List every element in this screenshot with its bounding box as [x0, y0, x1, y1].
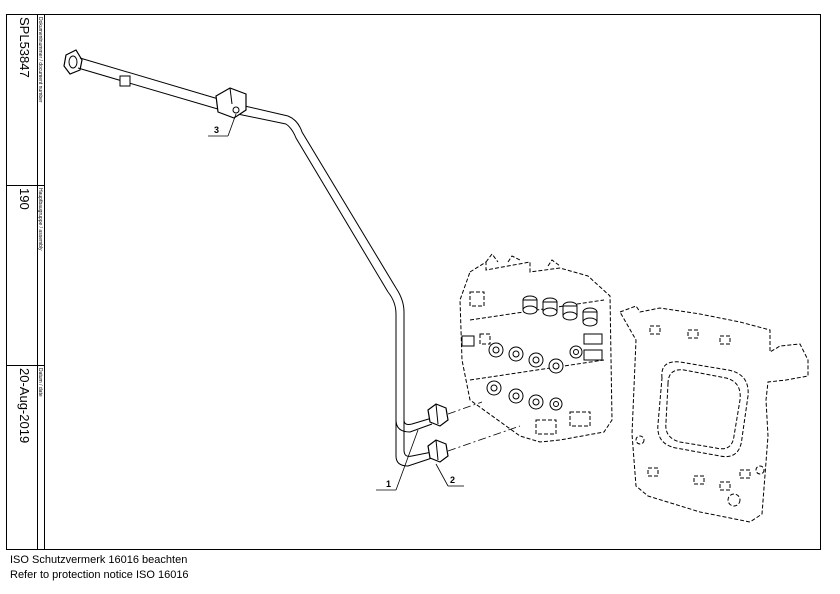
assembly-number: 190: [17, 188, 32, 210]
valve-cap-2: [542, 297, 558, 317]
pipe-fitting-nut-top: [63, 49, 83, 75]
protection-notice-en: Refer to protection notice ISO 16016: [10, 569, 189, 581]
valve-cap-4: [582, 307, 598, 327]
callout-3: 3: [214, 125, 219, 135]
technical-drawing: 3 1 2: [63, 49, 809, 523]
assembly-label: Hauptbaugruppe / assembly: [37, 188, 43, 251]
date-label: Datum / date: [37, 368, 43, 397]
side-fittings: [461, 333, 603, 361]
port-row-2: [486, 380, 563, 411]
hydraulic-pipe: [63, 49, 449, 467]
title-block-divider-1: [6, 185, 45, 186]
port-row-1: [488, 342, 583, 374]
valve-cap-3: [562, 301, 578, 321]
title-block-inner-line: [37, 14, 38, 550]
protection-notice-de: ISO Schutzvermerk 16016 beachten: [10, 554, 188, 566]
valve-cap-1: [522, 295, 538, 315]
date-value: 20-Aug-2019: [17, 368, 32, 444]
title-block-divider-2: [6, 365, 45, 366]
pipe-clamp: [215, 87, 247, 119]
pipe-fitting-nut-1: [427, 403, 449, 427]
callout-leaders: [208, 113, 464, 491]
doc-number-label: Dokumentnummer / document number: [37, 17, 43, 103]
assembly-center-lines: [447, 401, 521, 452]
valve-block: [459, 253, 613, 443]
mounting-plate: [619, 305, 809, 523]
doc-number: SPL53847: [17, 17, 32, 78]
drawing-frame: [6, 14, 821, 550]
valve-ports: [461, 295, 603, 411]
title-block: [6, 14, 45, 550]
pipe-fitting-nut-2: [427, 439, 449, 463]
callout-2: 2: [450, 475, 455, 485]
callout-1: 1: [386, 479, 391, 489]
